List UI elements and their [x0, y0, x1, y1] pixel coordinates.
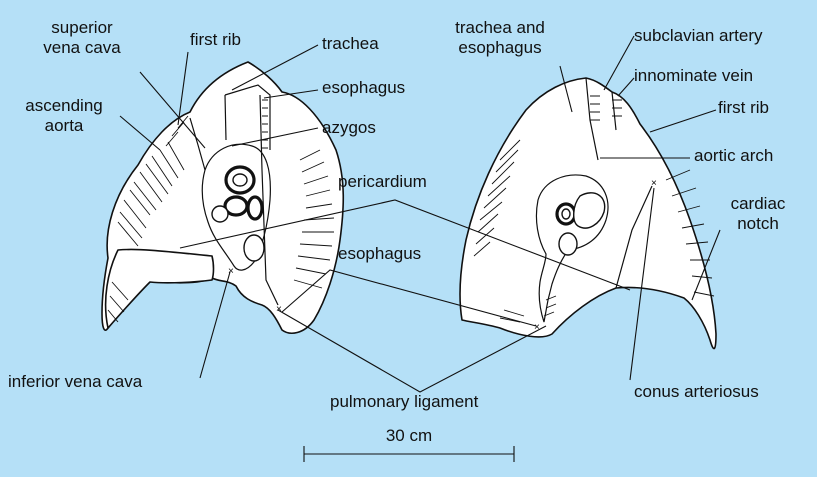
svg-text:×: ×	[651, 178, 657, 189]
label-conus-arteriosus: conus arteriosus	[634, 382, 759, 402]
label-ascending-aorta-line1: ascending	[25, 96, 103, 116]
label-esophagus-mid: esophagus	[338, 244, 421, 264]
label-trachea: trachea	[322, 34, 379, 54]
label-pericardium: pericardium	[338, 172, 427, 192]
label-innominate-vein: innominate vein	[634, 66, 753, 86]
label-cardiac-notch-line2: notch	[731, 214, 786, 234]
label-trachea-and-esophagus: trachea and esophagus	[455, 18, 545, 58]
right-lung: × ×	[460, 78, 716, 349]
label-cardiac-notch: cardiac notch	[731, 194, 786, 234]
label-superior-vena-cava: superior vena cava	[43, 18, 121, 58]
label-ascending-aorta: ascending aorta	[25, 96, 103, 136]
label-trachea-and-esophagus-line1: trachea and	[455, 18, 545, 38]
left-lung: × ×	[102, 62, 343, 333]
label-ascending-aorta-line2: aorta	[25, 116, 103, 136]
svg-text:×: ×	[276, 304, 282, 315]
label-cardiac-notch-line1: cardiac	[731, 194, 786, 214]
label-aortic-arch: aortic arch	[694, 146, 773, 166]
label-esophagus-top: esophagus	[322, 78, 405, 98]
left-lung-lower-lobe	[106, 249, 214, 328]
scale-bar	[304, 446, 514, 462]
label-superior-vena-cava-line2: vena cava	[43, 38, 121, 58]
label-inferior-vena-cava: inferior vena cava	[8, 372, 142, 392]
label-trachea-and-esophagus-line2: esophagus	[455, 38, 545, 58]
scale-bar-label: 30 cm	[386, 426, 432, 446]
label-first-rib-right: first rib	[718, 98, 769, 118]
label-superior-vena-cava-line1: superior	[43, 18, 121, 38]
label-pulmonary-ligament: pulmonary ligament	[330, 392, 478, 412]
label-first-rib-left: first rib	[190, 30, 241, 50]
label-azygos: azygos	[322, 118, 376, 138]
label-subclavian-artery: subclavian artery	[634, 26, 763, 46]
